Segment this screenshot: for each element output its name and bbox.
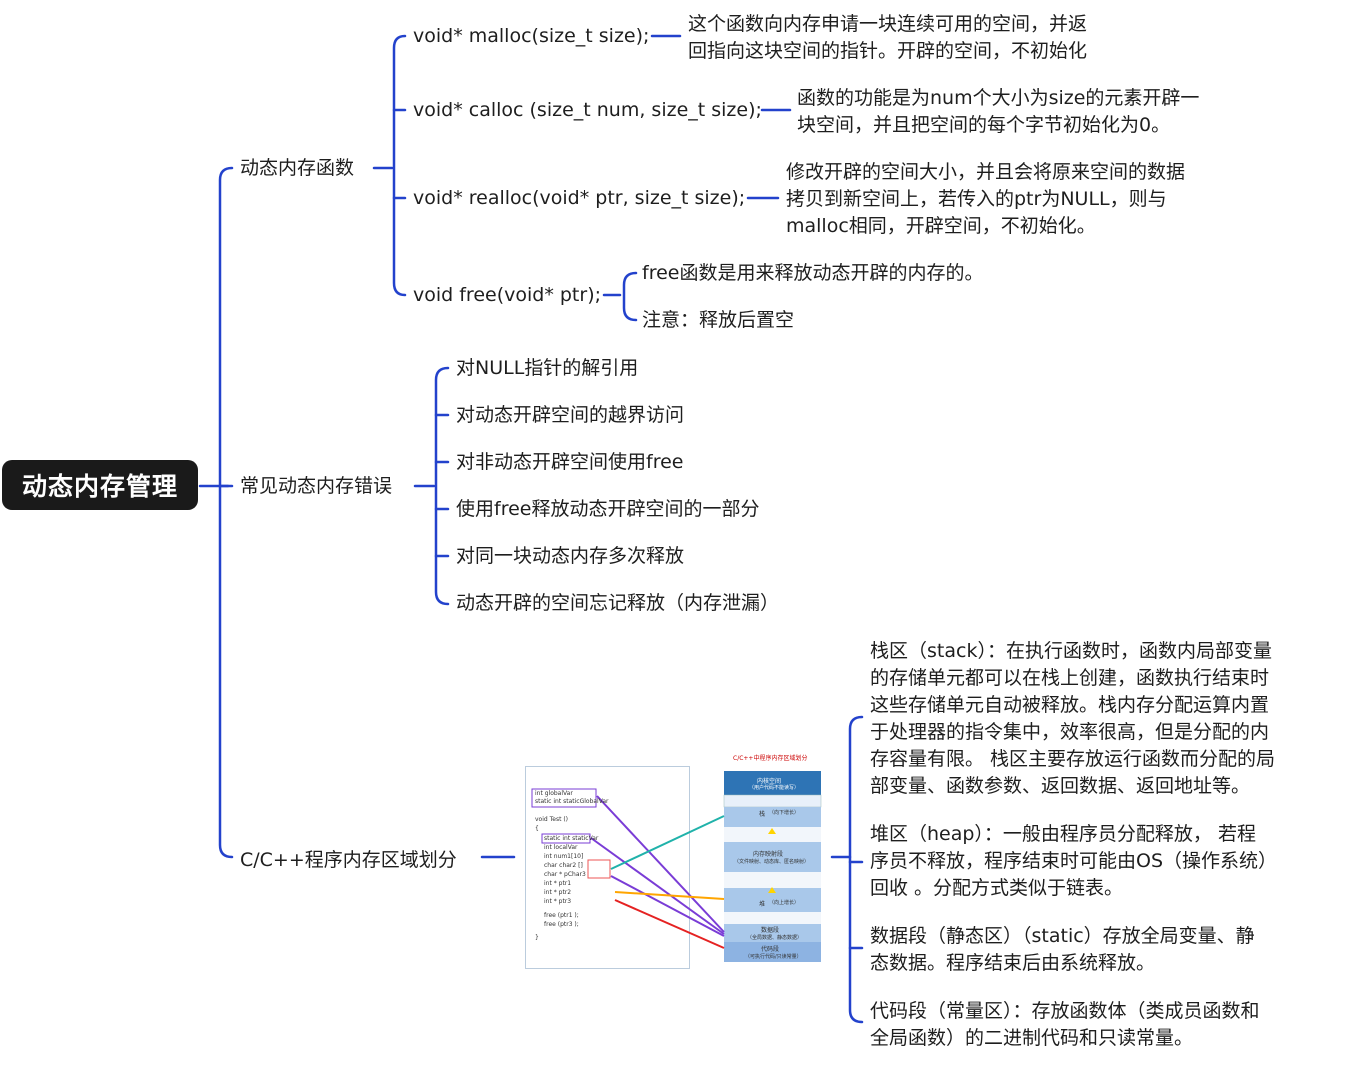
root-node[interactable]: 动态内存管理 bbox=[2, 460, 198, 510]
figure-code-line: char * pChar3 bbox=[544, 871, 586, 878]
realloc-desc-line3: malloc相同，开辟空间，不初始化。 bbox=[786, 215, 1096, 237]
figure-code-line: int * ptr1 bbox=[544, 880, 572, 887]
error-item[interactable]: 对同一块动态内存多次释放 bbox=[456, 545, 685, 567]
free-sub-1[interactable]: free函数是用来释放动态开辟的内存的。 bbox=[642, 262, 984, 284]
error-item[interactable]: 对非动态开辟空间使用free bbox=[456, 451, 684, 473]
stack-desc: 栈区（stack）：在执行函数时，函数内局部变量 bbox=[870, 640, 1272, 662]
data-segment-desc: 态数据。程序结束后由系统释放。 bbox=[870, 952, 1156, 974]
stack-desc: 部变量、函数参数、返回数据、返回地址等。 bbox=[870, 775, 1251, 797]
branch-dynamic-functions[interactable]: 动态内存函数 bbox=[240, 157, 355, 179]
error-item[interactable]: 动态开辟的空间忘记释放（内存泄漏） bbox=[456, 592, 780, 614]
segment-label: （向上增长） bbox=[769, 900, 800, 906]
figure-code-line: void Test () bbox=[535, 816, 569, 823]
realloc-node[interactable]: void* realloc(void* ptr, size_t size); bbox=[413, 187, 746, 209]
error-item[interactable]: 对动态开辟空间的越界访问 bbox=[456, 404, 685, 426]
stack-desc: 于处理器的指令集中，效率很高，但是分配的内 bbox=[870, 721, 1270, 743]
figure-code-line: { bbox=[535, 825, 539, 832]
error-item[interactable]: 对NULL指针的解引用 bbox=[456, 357, 639, 379]
free-node[interactable]: void free(void* ptr); bbox=[413, 284, 602, 306]
branch-memory-regions[interactable]: C/C++程序内存区域划分 bbox=[240, 849, 457, 871]
branch-common-errors[interactable]: 常见动态内存错误 bbox=[240, 475, 393, 497]
malloc-desc-line2: 回指向这块空间的指针。开辟的空间，不初始化 bbox=[688, 40, 1088, 62]
figure-code-line: free (ptr3 ); bbox=[544, 921, 579, 928]
figure-code-line: int * ptr3 bbox=[544, 898, 572, 905]
stack-desc: 的存储单元都可以在栈上创建，函数执行结束时 bbox=[870, 667, 1270, 689]
figure-code-line: } bbox=[535, 934, 539, 941]
figure-code-line: static int staticVar bbox=[544, 835, 599, 842]
figure-code-line: int * ptr2 bbox=[544, 889, 572, 896]
figure-code-line: int num1[10] bbox=[544, 853, 584, 860]
segment-label: 数据段 bbox=[761, 927, 780, 934]
figure-title: C/C++中程序内存区域划分 bbox=[733, 755, 808, 762]
error-item[interactable]: 使用free释放动态开辟空间的一部分 bbox=[456, 498, 760, 520]
realloc-desc-line2: 拷贝到新空间上，若传入的ptr为NULL，则与 bbox=[786, 188, 1167, 210]
data-segment-desc: 数据段（静态区）（static）存放全局变量、静 bbox=[870, 925, 1255, 947]
segment-label: （全局数据、静态数据） bbox=[747, 935, 803, 941]
figure-code-line: char char2 [] bbox=[544, 862, 583, 869]
segment-label: （可执行代码/只读常量） bbox=[745, 954, 802, 960]
realloc-desc-line1: 修改开辟的空间大小，并且会将原来空间的数据 bbox=[786, 161, 1186, 183]
heap-desc: 回收 。分配方式类似于链表。 bbox=[870, 877, 1124, 899]
figure-code-line: static int staticGlobalVar bbox=[535, 798, 609, 805]
malloc-desc-line1: 这个函数向内存申请一块连续可用的空间，并返 bbox=[688, 13, 1088, 35]
segment-label: 堆 bbox=[759, 901, 766, 908]
heap-desc: 堆区（heap）：一般由程序员分配释放， 若程 bbox=[870, 823, 1256, 845]
free-sub-2[interactable]: 注意：释放后置空 bbox=[642, 309, 795, 331]
stack-desc: 这些存储单元自动被释放。栈内存分配运算内置 bbox=[870, 694, 1270, 716]
segment-label: 内核空间 bbox=[757, 778, 782, 785]
memory-layout-figure: C/C++中程序内存区域划分 int globalVar static int … bbox=[525, 752, 835, 970]
figure-code-line: free (ptr1 ); bbox=[544, 912, 579, 919]
heap-desc: 序员不释放，程序结束时可能由OS（操作系统） bbox=[870, 850, 1278, 872]
segment-label: 内存映射段 bbox=[753, 851, 784, 858]
code-segment-desc: 代码段（常量区）：存放函数体（类成员函数和 bbox=[870, 1000, 1260, 1022]
calloc-desc-line1: 函数的功能是为num个大小为size的元素开辟一 bbox=[797, 87, 1200, 109]
calloc-desc-line2: 块空间，并且把空间的每个字节初始化为0。 bbox=[797, 114, 1171, 136]
segment-label: （用户代码不能读写） bbox=[749, 785, 800, 791]
code-segment-desc: 全局函数）的二进制代码和只读常量。 bbox=[870, 1027, 1194, 1049]
segment-label: （向下增长） bbox=[769, 810, 800, 816]
segment-label: 栈 bbox=[759, 811, 766, 818]
segment-label: 代码段 bbox=[761, 946, 780, 953]
stack-desc: 存容量有限。 栈区主要存放运行函数而分配的局 bbox=[870, 748, 1276, 770]
figure-code-line: int localVar bbox=[544, 844, 578, 851]
figure-code-line: int globalVar bbox=[535, 790, 573, 797]
malloc-node[interactable]: void* malloc(size_t size); bbox=[413, 25, 650, 47]
calloc-node[interactable]: void* calloc (size_t num, size_t size); bbox=[413, 99, 762, 121]
segment-label: （文件映射、动态库、匿名映射） bbox=[734, 859, 810, 865]
